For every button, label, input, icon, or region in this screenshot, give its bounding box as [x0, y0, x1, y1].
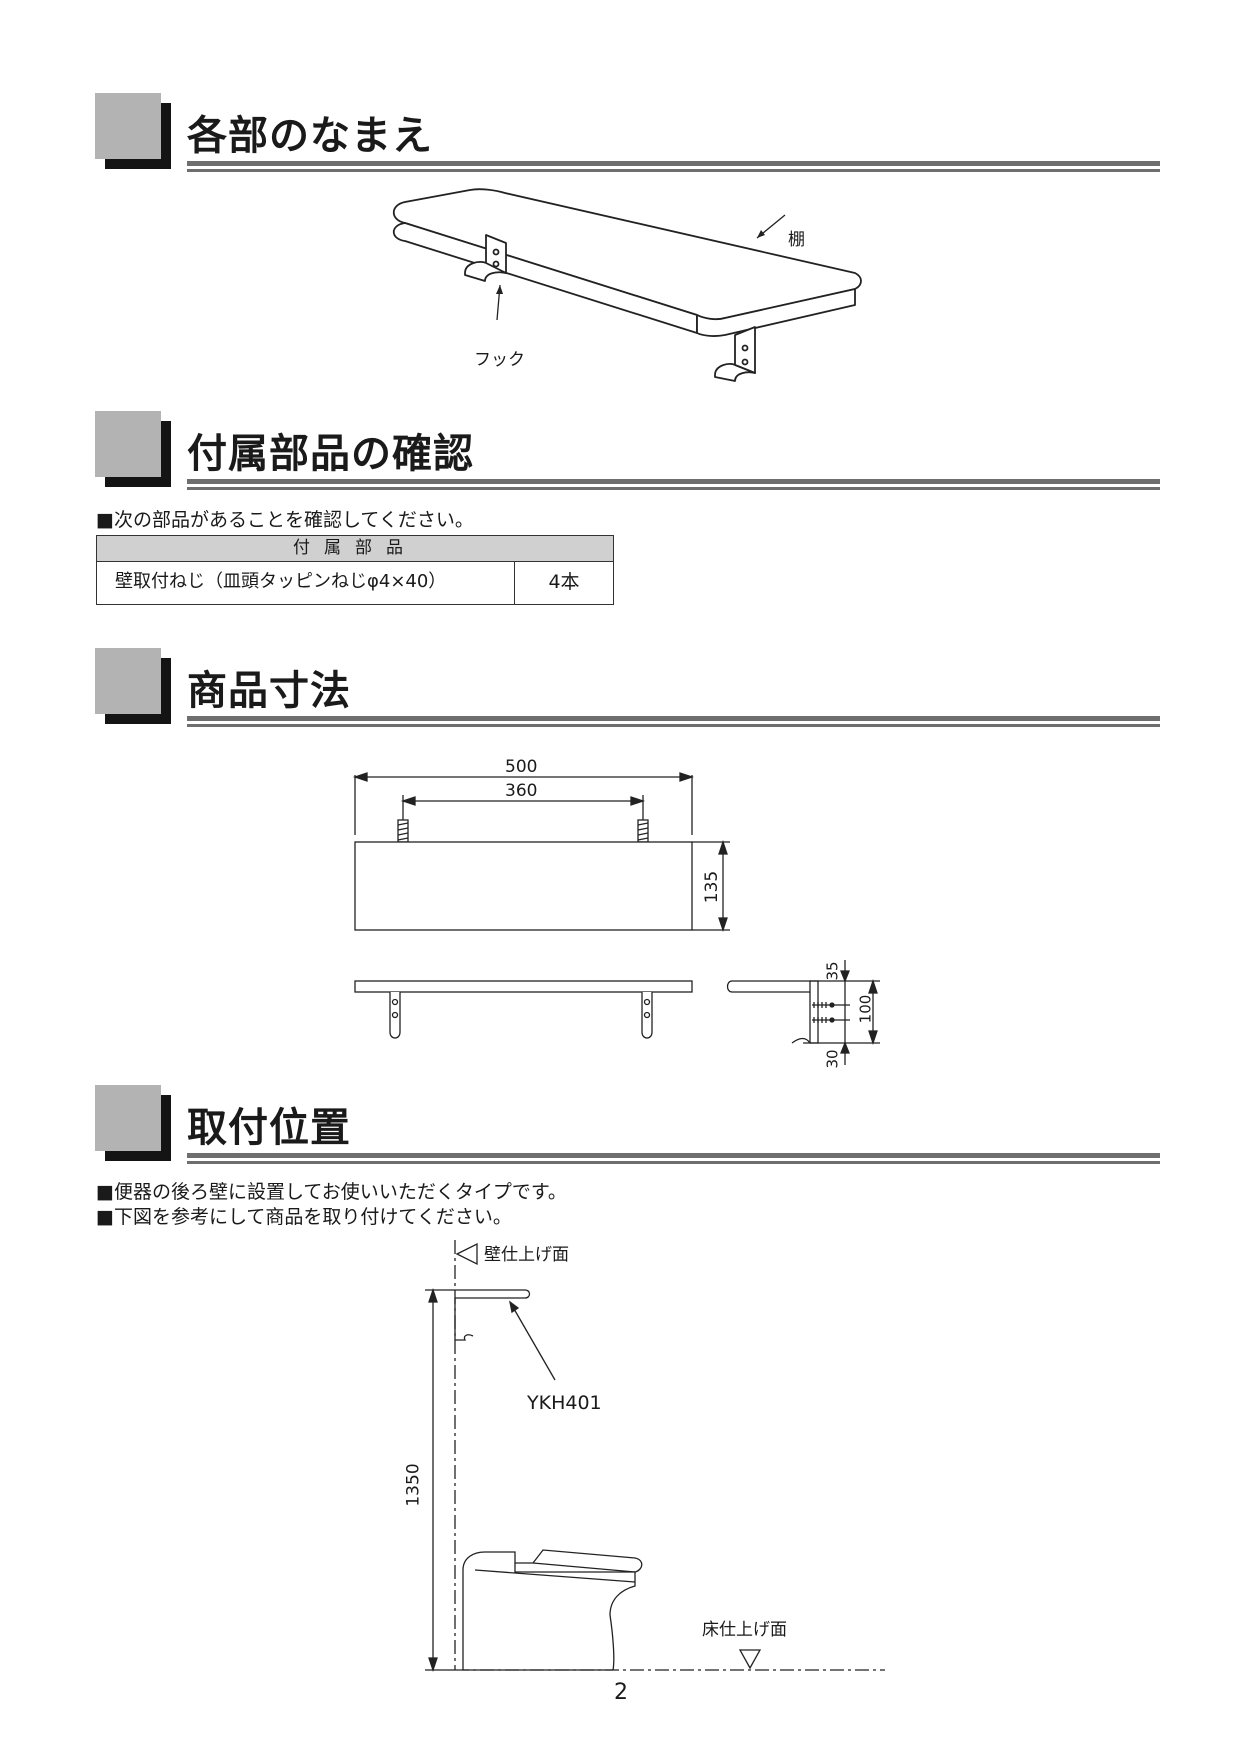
section-header-position: 取付位置 — [95, 1085, 1160, 1175]
page-number: 2 — [614, 1680, 628, 1705]
position-note-1: ■便器の後ろ壁に設置してお使いいただくタイプです。 — [96, 1181, 567, 1203]
header-square — [95, 93, 161, 159]
section-title: 各部のなまえ — [187, 113, 433, 159]
label-wall-surface: 壁仕上げ面 — [484, 1245, 569, 1265]
section-header-names: 各部のなまえ — [95, 93, 1160, 183]
dim-360-label: 360 — [505, 781, 538, 801]
section-title: 付属部品の確認 — [187, 431, 474, 477]
header-rule — [187, 716, 1160, 721]
header-rule — [187, 487, 1160, 490]
header-rule — [187, 479, 1160, 484]
parts-item-name: 壁取付ねじ（皿頭タッピンねじφ4×40） — [97, 562, 515, 604]
dim-1350-label: 1350 — [403, 1463, 424, 1507]
header-square — [95, 1085, 161, 1151]
dim-35-label: 35 — [823, 961, 842, 981]
dim-135-label: 135 — [702, 870, 723, 904]
label-hook: フック — [474, 350, 525, 370]
accessories-note: ■次の部品があることを確認してください。 — [96, 509, 474, 531]
parts-table: 付属部品 壁取付ねじ（皿頭タッピンねじφ4×40） 4本 — [96, 535, 614, 605]
position-note-2: ■下図を参考にして商品を取り付けてください。 — [96, 1206, 512, 1228]
section-header-accessories: 付属部品の確認 — [95, 411, 1160, 501]
header-rule — [187, 169, 1160, 172]
parts-table-header: 付属部品 — [97, 536, 613, 562]
parts-item-qty: 4本 — [548, 571, 580, 593]
header-rule — [187, 161, 1160, 166]
installation-drawing — [425, 1240, 885, 1673]
dim-30-label: 30 — [823, 1049, 842, 1069]
header-rule — [187, 1161, 1160, 1164]
shelf-illustration — [392, 188, 862, 382]
label-model: YKH401 — [527, 1392, 602, 1414]
section-header-dimensions: 商品寸法 — [95, 648, 1160, 738]
header-rule — [187, 724, 1160, 727]
section-title: 商品寸法 — [187, 668, 351, 714]
label-floor-surface: 床仕上げ面 — [702, 1620, 787, 1640]
label-shelf: 棚 — [788, 230, 805, 250]
dim-500-label: 500 — [505, 757, 538, 777]
header-square — [95, 648, 161, 714]
dim-100-label: 100 — [856, 994, 875, 1024]
dimension-drawing — [352, 772, 880, 1065]
section-title: 取付位置 — [187, 1105, 351, 1151]
header-square — [95, 411, 161, 477]
header-rule — [187, 1153, 1160, 1158]
